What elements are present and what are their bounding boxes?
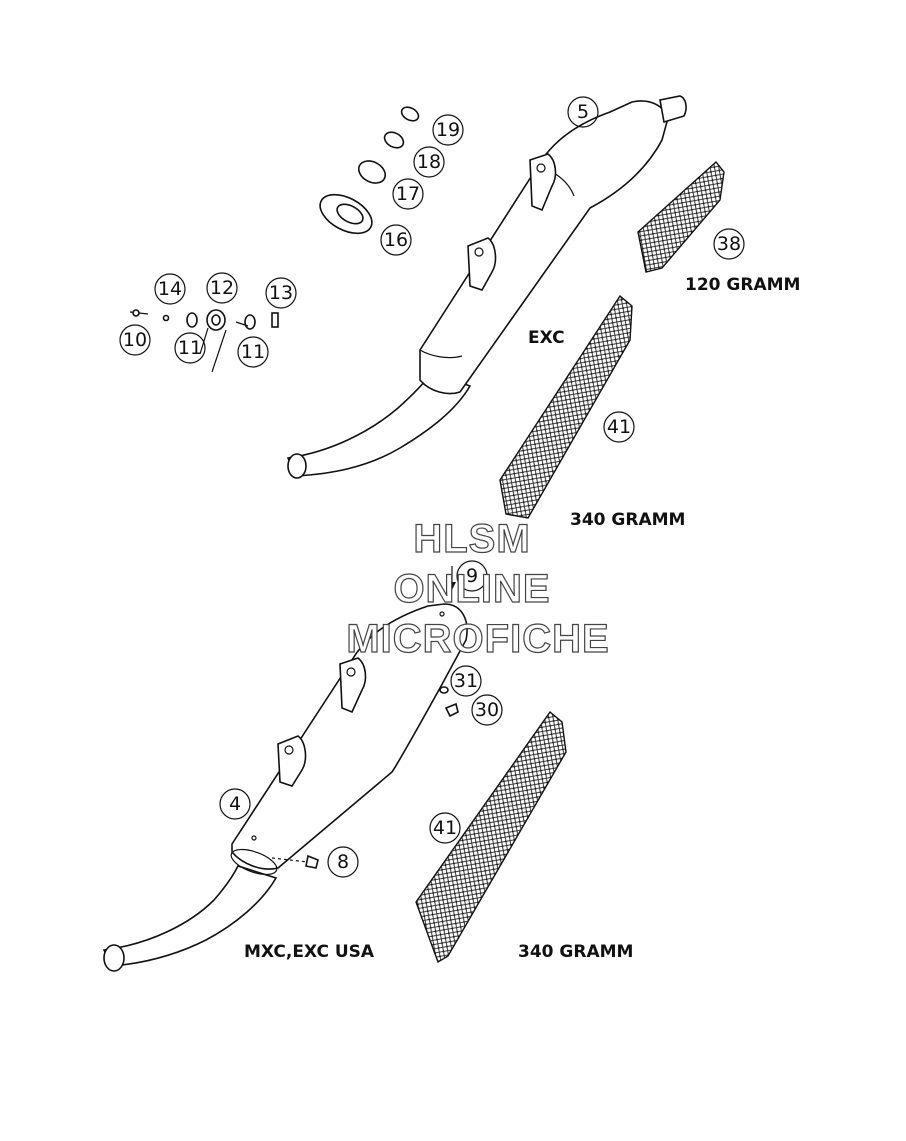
svg-text:HLSM: HLSM (413, 517, 530, 561)
label-exc: EXC (528, 328, 565, 348)
packing-38 (637, 160, 725, 273)
callout-8: 8 (327, 846, 359, 878)
svg-text:ONLINE: ONLINE (393, 567, 550, 611)
label-mxc-exc-usa: MXC,EXC USA (244, 942, 375, 962)
label-120-gramm: 120 GRAMM (685, 275, 800, 295)
callout-19: 19 (432, 114, 464, 146)
callout-11-right: 11 (237, 336, 269, 368)
svg-text:14: 14 (158, 278, 182, 300)
svg-text:16: 16 (384, 229, 408, 251)
svg-text:5: 5 (577, 101, 589, 123)
svg-text:11: 11 (178, 337, 202, 359)
callout-16: 16 (380, 224, 412, 256)
svg-text:19: 19 (436, 119, 460, 141)
silencer-mxc (102, 603, 468, 972)
svg-text:9: 9 (466, 565, 478, 587)
callout-9: 9 (456, 560, 488, 592)
part-9-pointer (448, 566, 456, 590)
callout-38: 38 (713, 228, 745, 260)
svg-text:10: 10 (123, 329, 147, 351)
label-340-gramm-lower: 340 GRAMM (518, 942, 633, 962)
svg-text:4: 4 (229, 793, 241, 815)
callout-17: 17 (392, 178, 424, 210)
svg-text:8: 8 (337, 851, 349, 873)
callout-4: 4 (219, 788, 251, 820)
svg-text:12: 12 (210, 277, 234, 299)
callout-18: 18 (413, 146, 445, 178)
callout-11-left: 11 (174, 332, 206, 364)
svg-text:17: 17 (396, 183, 420, 205)
svg-text:41: 41 (433, 817, 457, 839)
svg-text:MICROFICHE: MICROFICHE (346, 617, 609, 661)
svg-text:30: 30 (475, 699, 499, 721)
callout-13: 13 (265, 277, 297, 309)
callout-41-upper: 41 (603, 411, 635, 443)
svg-text:31: 31 (454, 670, 478, 692)
silencer-exc (286, 95, 687, 479)
callout-30: 30 (471, 694, 503, 726)
mounting-hardware (129, 309, 279, 373)
packing-41-lower (415, 710, 567, 964)
label-340-gramm-upper: 340 GRAMM (570, 510, 685, 530)
parts-30-31 (439, 686, 459, 718)
svg-text:13: 13 (269, 282, 293, 304)
callout-41-lower: 41 (429, 812, 461, 844)
callout-12: 12 (206, 272, 238, 304)
packing-41-upper (499, 294, 633, 519)
callout-5: 5 (567, 96, 599, 128)
svg-text:11: 11 (241, 341, 265, 363)
screw-8 (271, 854, 319, 869)
svg-text:18: 18 (417, 151, 441, 173)
svg-text:41: 41 (607, 416, 631, 438)
callout-10: 10 (119, 324, 151, 356)
callout-31: 31 (450, 665, 482, 697)
watermark: HLSM ONLINE MICROFICHE (346, 516, 610, 661)
end-cap-parts (319, 106, 420, 235)
callout-14: 14 (154, 273, 186, 305)
svg-text:38: 38 (717, 233, 741, 255)
